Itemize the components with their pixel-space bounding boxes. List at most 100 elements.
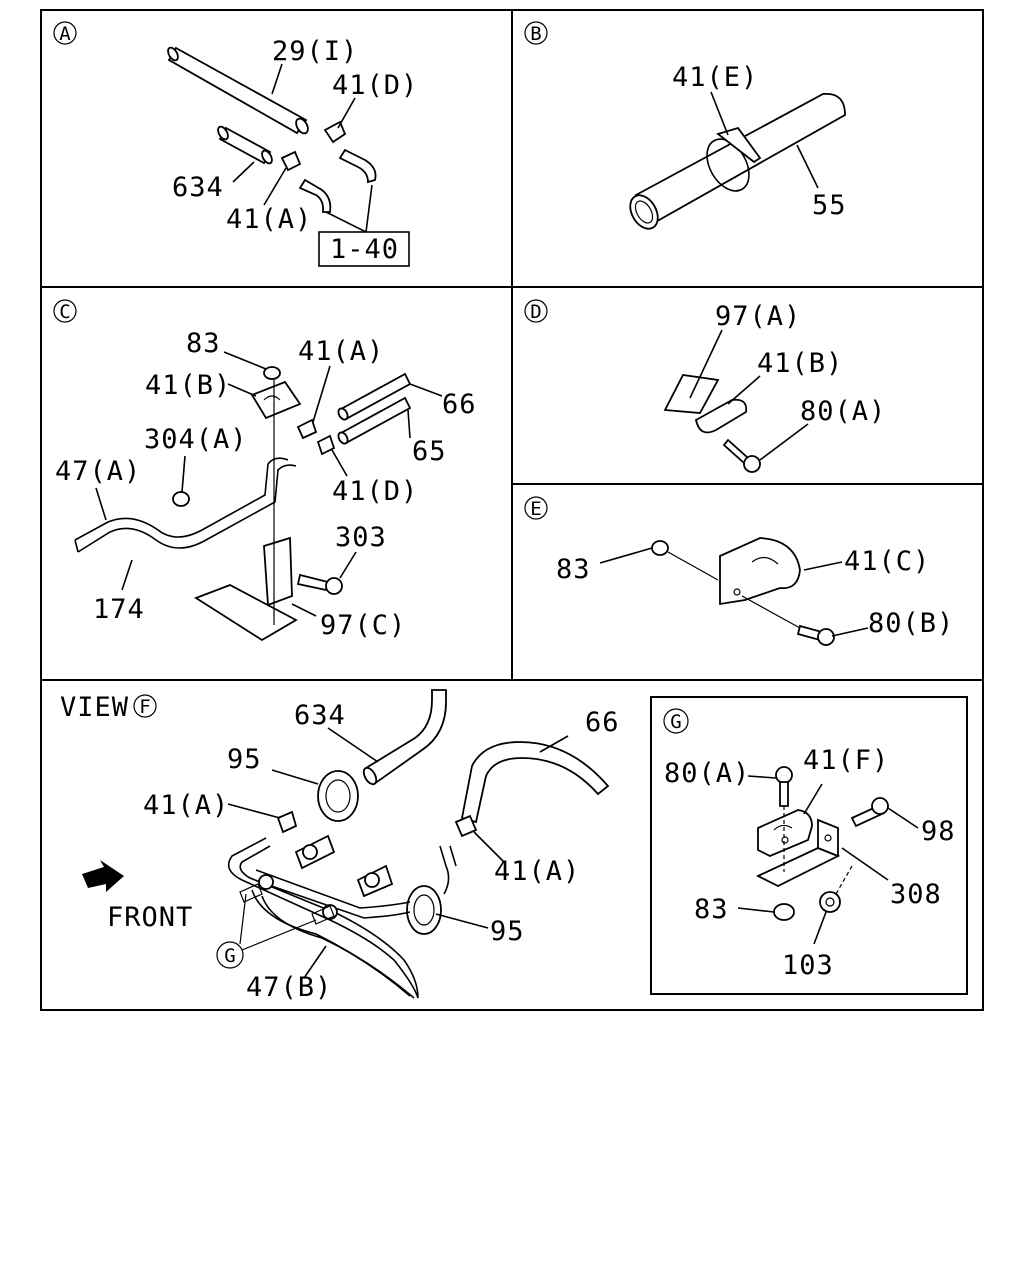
panel-a-circle: A — [53, 21, 77, 45]
label-303: 303 — [335, 522, 387, 553]
label-80a-d: 80(A) — [800, 396, 886, 427]
bolt-303 — [296, 573, 343, 595]
nut-103 — [819, 891, 841, 913]
panel-g-leaders — [737, 775, 919, 945]
svg-text:C: C — [59, 301, 70, 323]
elbow-hoses — [298, 148, 377, 213]
panel-c-circle: C — [53, 299, 77, 323]
label-83-g: 83 — [694, 894, 729, 925]
panel-b-circle: B — [524, 21, 548, 45]
clamp-41b-c — [250, 380, 302, 420]
label-41a-c: 41(A) — [298, 336, 384, 367]
panel-c: C — [53, 299, 477, 642]
clip-41d-c — [316, 434, 336, 456]
label-97c: 97(C) — [320, 610, 406, 641]
label-41f: 41(F) — [803, 745, 889, 776]
panel-c-leaders — [95, 351, 443, 617]
clamp-41f — [757, 809, 813, 857]
label-80a-g: 80(A) — [664, 758, 750, 789]
label-83-e: 83 — [556, 554, 591, 585]
panel-a-leaders — [232, 63, 373, 233]
clip-41a-a — [280, 150, 302, 172]
label-95-bottom: 95 — [490, 916, 525, 947]
front-arrow-icon — [82, 860, 124, 892]
bolt-80a-g — [775, 766, 793, 807]
panel-a: A — [53, 21, 418, 267]
view-word: VIEW — [60, 692, 129, 723]
svg-text:A: A — [59, 23, 71, 45]
bolt-80a-d — [722, 438, 761, 473]
label-41a-f-left: 41(A) — [143, 790, 229, 821]
label-41c: 41(C) — [844, 546, 930, 577]
label-97a: 97(A) — [715, 301, 801, 332]
bolt-98 — [850, 797, 889, 828]
pipe-55 — [629, 92, 846, 230]
svg-text:E: E — [530, 498, 541, 520]
label-66-c: 66 — [442, 389, 477, 420]
nut-83-c — [263, 366, 281, 380]
nut-83-e — [651, 540, 669, 556]
g-callout: G — [216, 893, 317, 969]
clamp-41c — [719, 537, 801, 606]
label-41a-f-right: 41(A) — [494, 856, 580, 887]
panel-d-circle: D — [524, 299, 548, 323]
panel-f-circle: F — [133, 694, 157, 718]
clip-41a-f-left — [276, 810, 298, 834]
panel-g-circle: G — [663, 708, 689, 734]
label-55: 55 — [812, 190, 847, 221]
bracket-97c — [194, 380, 298, 642]
pipe-47a-174 — [74, 457, 297, 553]
label-41d-c: 41(D) — [332, 476, 418, 507]
grommet-95-bottom — [406, 885, 442, 935]
label-66-f: 66 — [585, 707, 620, 738]
panel-b: B 41(E) 55 — [524, 21, 847, 230]
label-98: 98 — [921, 816, 956, 847]
label-634-f: 634 — [294, 700, 346, 731]
label-41d: 41(D) — [332, 70, 418, 101]
hoses-66-65 — [337, 372, 412, 445]
svg-text:G: G — [670, 711, 681, 733]
pipe-assembly-47b — [227, 837, 457, 999]
label-41e: 41(E) — [672, 62, 758, 93]
panel-f-leaders — [227, 727, 569, 979]
pipe-634 — [217, 125, 273, 165]
clip-41d-a — [323, 120, 347, 144]
svg-text:1-40: 1-40 — [330, 234, 399, 265]
frame-grid — [40, 9, 984, 1011]
nut-304a — [172, 491, 190, 507]
panel-f: VIEW F — [60, 689, 620, 1003]
label-103: 103 — [782, 950, 834, 981]
label-304a: 304(A) — [144, 424, 248, 455]
bracket-308 — [755, 818, 841, 888]
label-65: 65 — [412, 436, 447, 467]
label-308: 308 — [890, 879, 942, 910]
label-47b: 47(B) — [246, 972, 332, 1003]
nut-83-g — [773, 903, 795, 921]
svg-text:F: F — [139, 696, 150, 718]
front-label: FRONT — [107, 902, 193, 933]
grommet-95-top — [317, 770, 359, 822]
label-95-top: 95 — [227, 744, 262, 775]
clip-41a-c — [296, 418, 318, 440]
panel-d: D 97(A) 41(B) 80(A) — [524, 299, 886, 473]
clamp-41e — [706, 126, 762, 192]
panel-e-circle: E — [524, 496, 548, 520]
boxed-ref: 1-40 — [318, 231, 410, 267]
hose-66-f — [460, 741, 610, 824]
clamp-41b-d — [694, 398, 748, 434]
label-634: 634 — [172, 172, 224, 203]
svg-text:D: D — [530, 301, 541, 323]
svg-text:B: B — [530, 23, 541, 45]
label-83-c: 83 — [186, 328, 221, 359]
pipe-29 — [167, 46, 309, 135]
label-29i: 29(I) — [272, 36, 358, 67]
clip-41a-f-right — [454, 814, 478, 838]
label-80b: 80(B) — [868, 608, 954, 639]
brackets-f — [239, 834, 394, 925]
hose-634-f — [362, 689, 447, 786]
panel-e: E 83 41(C) 80(B) — [524, 496, 954, 646]
svg-text:G: G — [224, 945, 235, 967]
panel-g: G — [663, 708, 956, 981]
label-47a: 47(A) — [55, 456, 141, 487]
